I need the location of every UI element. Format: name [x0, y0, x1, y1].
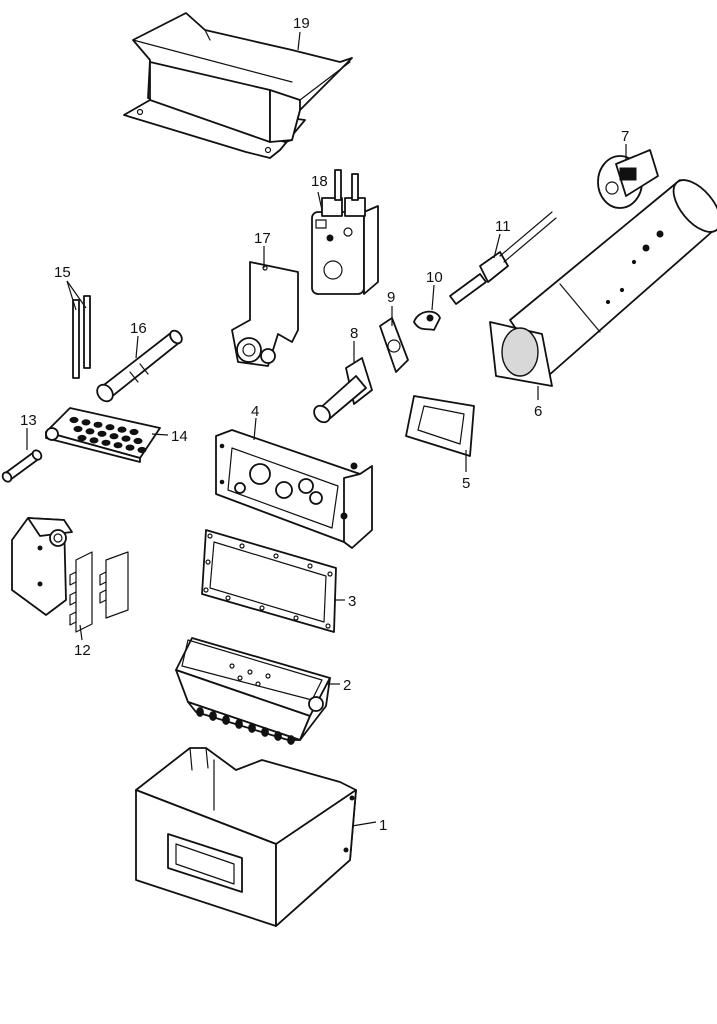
plate-hole — [97, 430, 107, 437]
burner-port — [222, 715, 230, 725]
plate-hole — [77, 434, 87, 442]
burner-hole — [229, 663, 235, 669]
part-5-small-gasket — [405, 395, 475, 457]
plate-hole — [73, 425, 83, 433]
plate-hole — [81, 419, 91, 426]
callout-2: 2 — [343, 677, 351, 694]
callout-9: 9 — [387, 289, 395, 306]
plate-hole — [101, 439, 111, 446]
burner-port — [235, 719, 243, 729]
callout-14: 14 — [171, 428, 188, 445]
plate-hole — [117, 426, 127, 433]
plate-hole — [93, 421, 103, 428]
gasket-bolt-hole — [207, 533, 213, 539]
plate-hole — [137, 446, 147, 454]
burner-port — [196, 707, 204, 717]
plate-hole — [125, 444, 135, 451]
plate-hole — [89, 437, 99, 444]
plate-hole — [85, 428, 95, 435]
part-9-flange — [379, 317, 409, 373]
burner-port — [209, 711, 217, 721]
gasket-bolt-hole — [293, 615, 299, 621]
callout-18: 18 — [311, 173, 328, 190]
part-13-pin — [1, 449, 43, 483]
gasket-bolt-hole — [203, 587, 209, 593]
burner-port — [274, 731, 282, 741]
part-4-main-plate — [215, 429, 373, 549]
gasket-bolt-hole — [259, 605, 265, 611]
callout-5: 5 — [462, 475, 470, 492]
burner-port — [261, 727, 269, 737]
part-15-rods — [72, 295, 91, 379]
burner-hole — [255, 681, 261, 687]
callout-10: 10 — [426, 269, 443, 286]
gasket-bolt-hole — [327, 571, 333, 577]
part-7-cap — [597, 149, 659, 209]
burner-hole — [237, 675, 243, 681]
plate-hole — [113, 442, 123, 449]
gasket-bolt-hole — [239, 543, 245, 549]
plate-hole — [109, 433, 119, 440]
burner-hole — [265, 673, 271, 679]
callout-12: 12 — [74, 642, 91, 659]
part-14-plate — [45, 407, 161, 463]
part-1-housing — [135, 747, 357, 927]
part-17-bracket — [231, 261, 299, 367]
burner-port — [287, 735, 295, 745]
part-18-gas-valve — [311, 169, 379, 295]
plate-hole — [133, 437, 143, 445]
callout-17: 17 — [254, 230, 271, 247]
burner-hole — [247, 669, 253, 675]
callout-6: 6 — [534, 403, 542, 420]
part-19-hood — [123, 12, 353, 159]
callout-labels: 1 2 3 4 5 6 7 8 9 10 11 12 13 14 15 16 1… — [20, 15, 629, 834]
gasket-bolt-hole — [273, 553, 279, 559]
part-16-pipe — [96, 329, 183, 403]
plate-hole — [69, 416, 79, 424]
callout-13: 13 — [20, 412, 37, 429]
gasket-bolt-hole — [307, 563, 313, 569]
callout-4: 4 — [251, 403, 259, 420]
part-11-electrode — [449, 211, 557, 305]
callout-1: 1 — [379, 817, 387, 834]
part-12-clips — [11, 517, 129, 633]
burner-port — [248, 723, 256, 733]
part-6-tube — [489, 179, 717, 387]
part-10-clamp — [413, 310, 441, 331]
callout-16: 16 — [130, 320, 147, 337]
callout-11: 11 — [495, 218, 511, 235]
plate-hole — [129, 428, 139, 436]
callout-19: 19 — [293, 15, 310, 32]
callout-15: 15 — [54, 264, 71, 281]
gasket-bolt-hole — [225, 595, 231, 601]
part-3-gasket — [201, 529, 337, 633]
gasket-bolt-hole — [205, 559, 211, 565]
callout-7: 7 — [621, 128, 629, 145]
leader-lines — [26, 31, 627, 827]
part-8-fitting — [313, 357, 373, 424]
callout-8: 8 — [350, 325, 358, 342]
part-2-burner-box — [175, 637, 331, 745]
plate-hole — [121, 435, 131, 442]
gasket-bolt-hole — [325, 623, 331, 629]
plate-hole — [105, 424, 115, 431]
callout-3: 3 — [348, 593, 356, 610]
